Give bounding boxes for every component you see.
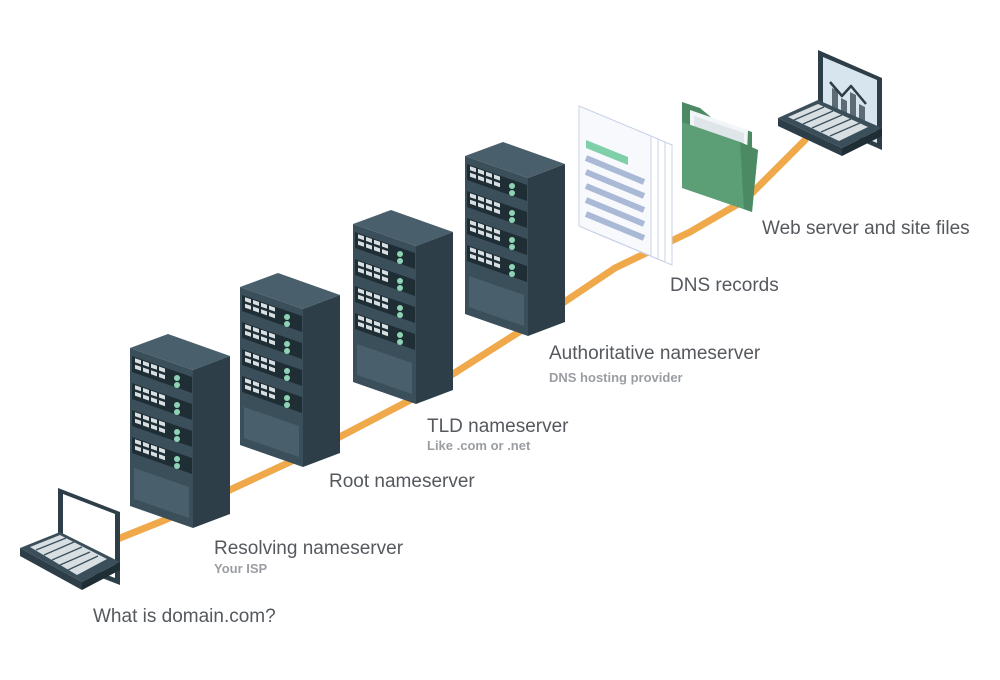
folder-icon bbox=[682, 102, 758, 212]
dns-records-label: DNS records bbox=[670, 275, 779, 296]
web-server-label: Web server and site files bbox=[762, 218, 970, 239]
tld-sublabel: Like .com or .net bbox=[427, 438, 531, 453]
laptop-chart-icon bbox=[778, 50, 882, 156]
server-rack-icon bbox=[465, 142, 565, 336]
server-rack-icon bbox=[353, 210, 453, 404]
resolver-label: Resolving nameserver bbox=[214, 538, 404, 559]
server-rack-icon bbox=[240, 273, 340, 467]
resolver-sublabel: Your ISP bbox=[214, 561, 268, 576]
client-label: What is domain.com? bbox=[93, 606, 276, 627]
server-rack-icon bbox=[130, 334, 230, 528]
root-label: Root nameserver bbox=[329, 471, 475, 492]
document-stack-icon bbox=[578, 105, 673, 266]
authoritative-label: Authoritative nameserver bbox=[549, 343, 761, 364]
laptop-icon bbox=[20, 488, 120, 590]
tld-label: TLD nameserver bbox=[427, 416, 569, 437]
authoritative-sublabel: DNS hosting provider bbox=[549, 370, 683, 385]
